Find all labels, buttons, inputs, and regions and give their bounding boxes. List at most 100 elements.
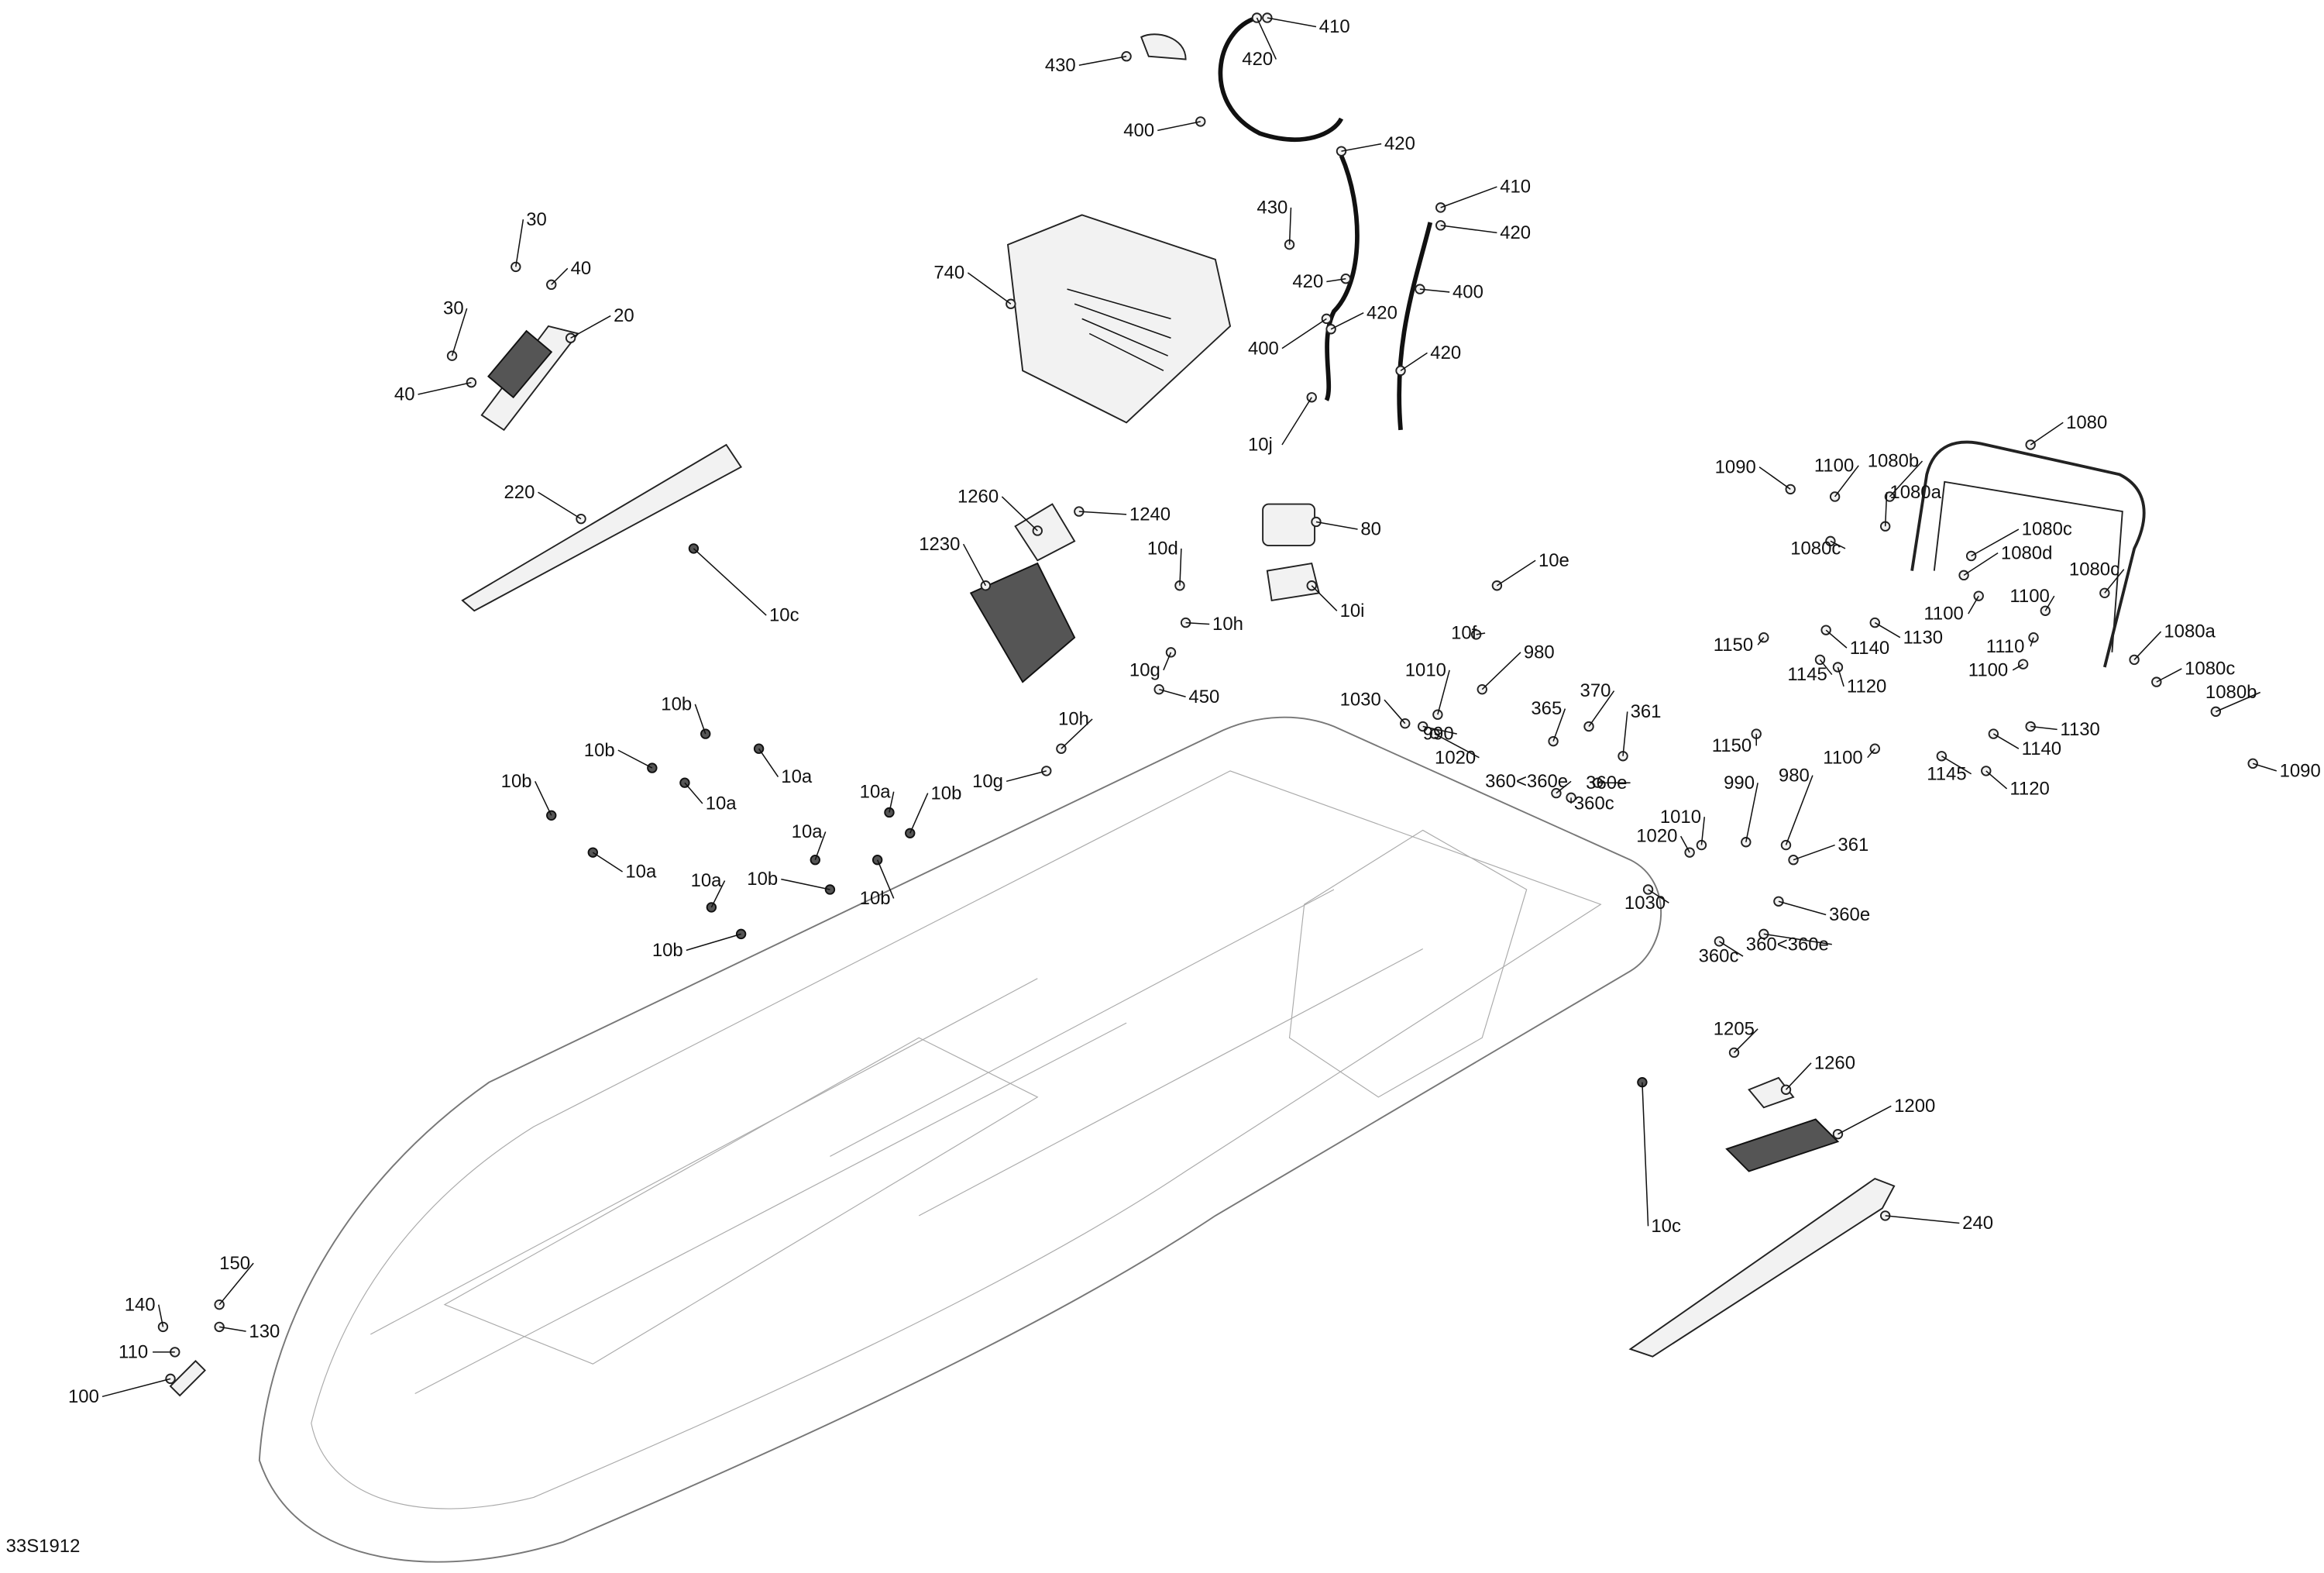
leader-line [1341, 143, 1382, 152]
leader-line [1157, 121, 1201, 132]
leader-line [758, 748, 779, 777]
leader-line [1825, 629, 1848, 649]
callout-1150: 1150 [1712, 735, 1752, 756]
callout-150: 150 [219, 1253, 250, 1274]
callout-1010: 1010 [1405, 659, 1446, 680]
leader-line [1434, 733, 1480, 759]
leader-line [967, 272, 1012, 305]
leader-line [2012, 663, 2023, 671]
callout-980: 980 [1779, 765, 1810, 786]
callout-420: 420 [1292, 271, 1323, 292]
leader-line [710, 880, 726, 908]
leader-line [451, 308, 468, 356]
leader-line [1941, 756, 1972, 775]
callout-10b: 10b [584, 740, 615, 761]
leader-line [1437, 669, 1450, 715]
leader-line [2030, 422, 2064, 446]
leader-line [570, 315, 611, 339]
leader-line [1992, 733, 2020, 749]
callout-410: 410 [1500, 177, 1531, 198]
leader-line [1819, 659, 1833, 676]
callout-10b: 10b [661, 694, 692, 714]
callout-1100: 1100 [1814, 455, 1854, 476]
callout-361: 361 [1838, 835, 1868, 855]
callout-1100: 1100 [1968, 659, 2008, 680]
callout-420: 420 [1367, 302, 1397, 323]
leader-line [1419, 288, 1450, 293]
callout-360e: 360e [1829, 904, 1870, 925]
hose-400-right [1397, 222, 1433, 431]
callout-140: 140 [125, 1294, 156, 1315]
leader-line [617, 749, 653, 769]
leader-line [962, 543, 986, 587]
hose-400-mid [1324, 154, 1360, 401]
fastener [1321, 313, 1332, 325]
part-100 [169, 1359, 206, 1397]
fastener [1041, 766, 1052, 776]
leader-line [1185, 621, 1210, 625]
fastener [1785, 484, 1796, 495]
leader-line [693, 548, 767, 616]
callout-130: 130 [249, 1321, 280, 1342]
callout-365: 365 [1531, 698, 1562, 719]
callout-1020: 1020 [1636, 826, 1677, 847]
callout-420: 420 [1500, 222, 1531, 243]
hull-inner-outline [311, 770, 1602, 1509]
leader-line [1078, 511, 1127, 515]
callout-10b: 10b [747, 869, 778, 890]
leader-line [814, 831, 827, 860]
leader-line [1745, 783, 1758, 842]
engine-cover [1288, 829, 1528, 1098]
callout-1110: 1110 [1986, 636, 2025, 657]
leader-line [1281, 318, 1327, 349]
leader-line [2216, 691, 2261, 713]
leader-line [1642, 1082, 1649, 1227]
hull-deck-lines [370, 889, 1424, 1394]
leader-line [1400, 352, 1428, 371]
callout-10b: 10b [501, 771, 532, 792]
callout-10a: 10a [706, 793, 737, 814]
callout-1230: 1230 [919, 534, 960, 555]
callout-1100: 1100 [1923, 604, 1963, 625]
leader-line [2044, 595, 2055, 611]
seat-base [443, 1037, 1039, 1365]
callout-10e: 10e [1538, 550, 1569, 571]
callout-1130: 1130 [1903, 627, 1943, 648]
fastener [871, 855, 883, 866]
callout-1080: 1080 [2066, 412, 2107, 433]
grab-bar-1080 [1910, 440, 2146, 668]
leader-line [515, 219, 524, 267]
callout-1140: 1140 [1850, 638, 1889, 659]
callout-10a: 10a [792, 821, 823, 842]
callout-990: 990 [1724, 773, 1755, 793]
callout-20: 20 [614, 305, 634, 326]
callout-10h: 10h [1058, 709, 1089, 730]
callout-1100: 1100 [1823, 747, 1862, 768]
callout-1080b: 1080b [1868, 451, 1919, 472]
fastener [1741, 837, 1752, 848]
leader-line [2030, 725, 2058, 731]
callout-30: 30 [526, 209, 547, 230]
leader-line [1422, 725, 1457, 735]
callout-1080b: 1080b [2205, 682, 2257, 703]
leader-line [694, 704, 706, 735]
strap-430 [1140, 33, 1187, 60]
callout-10b: 10b [860, 888, 891, 909]
fastener [980, 580, 992, 591]
leader-line [2104, 569, 2125, 594]
callout-40: 40 [571, 258, 592, 279]
leader-line [1733, 1028, 1758, 1053]
leader-line [1476, 632, 1486, 635]
leader-line [1785, 1062, 1812, 1090]
leader-line [1834, 465, 1859, 497]
leader-line [1163, 652, 1172, 671]
leader-line [1256, 17, 1277, 60]
fastener [1306, 392, 1317, 403]
leader-line [1718, 941, 1744, 957]
leader-line [1552, 708, 1566, 742]
callout-10c: 10c [1651, 1216, 1681, 1237]
callout-240: 240 [1962, 1213, 1993, 1234]
callout-1090: 1090 [1715, 456, 1756, 477]
callout-1090: 1090 [2280, 761, 2321, 782]
leader-lines [101, 17, 2278, 1398]
